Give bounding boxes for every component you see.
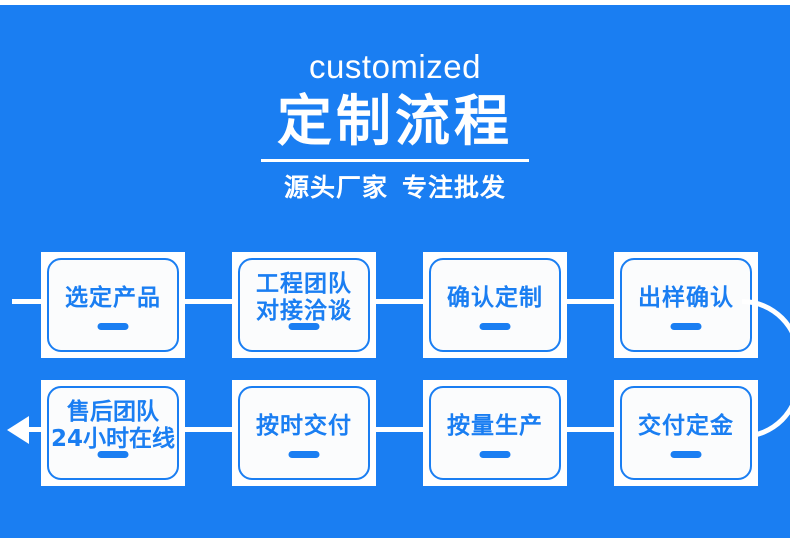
flow-exit-line: [24, 427, 46, 432]
flow-node-inner: 交付定金: [620, 386, 752, 480]
flow-node-dash: [479, 451, 511, 458]
title-underline-divider: [261, 159, 529, 162]
flow-connector-r1-1: [185, 299, 232, 304]
flow-node-inner: 出样确认: [620, 258, 752, 352]
flow-node-dash: [288, 451, 320, 458]
flow-node-label: 出样确认: [638, 284, 734, 311]
page-title: 定制流程: [276, 89, 513, 153]
flow-node-on-time-delivery[interactable]: 按时交付: [232, 380, 376, 486]
flow-node-dash: [288, 323, 320, 330]
flow-node-production-by-quantity[interactable]: 按量生产: [423, 380, 567, 486]
header-subtitle: 源头厂家专注批发: [0, 173, 790, 203]
flow-node-label: 售后团队 24小时在线: [50, 399, 175, 452]
flow-node-after-sales-support[interactable]: 售后团队 24小时在线: [41, 380, 185, 486]
flow-connector-r2-1: [185, 427, 232, 432]
flow-node-inner: 按量生产: [429, 386, 561, 480]
subtitle-part-left: 源头厂家: [283, 173, 388, 202]
flow-node-inner: 按时交付: [238, 386, 370, 480]
flow-connector-r2-3: [567, 427, 614, 432]
poster-header: customized 定制流程 源头厂家专注批发: [0, 48, 790, 203]
flow-node-dash: [479, 323, 511, 330]
flow-node-select-product[interactable]: 选定产品: [41, 252, 185, 358]
header-eyebrow: customized: [309, 48, 481, 85]
flow-node-label: 选定产品: [65, 284, 161, 311]
flow-node-label: 交付定金: [638, 412, 734, 439]
flow-node-dash: [97, 451, 129, 458]
flow-connector-r2-2: [376, 427, 423, 432]
flow-node-inner: 确认定制: [429, 258, 561, 352]
flow-node-label: 按时交付: [256, 412, 352, 439]
flow-connector-r1-2: [376, 299, 423, 304]
flow-node-engineering-team[interactable]: 工程团队 对接洽谈: [232, 252, 376, 358]
flow-entry-line: [12, 299, 46, 304]
top-white-strip: [0, 0, 790, 5]
flow-node-dash: [670, 451, 702, 458]
flow-node-confirm-customization[interactable]: 确认定制: [423, 252, 567, 358]
subtitle-part-right: 专注批发: [402, 173, 507, 202]
flow-node-sample-confirmation[interactable]: 出样确认: [614, 252, 758, 358]
flow-node-dash: [670, 323, 702, 330]
flow-node-inner: 选定产品: [47, 258, 179, 352]
flow-connector-r1-3: [567, 299, 614, 304]
flow-node-label: 确认定制: [447, 284, 543, 311]
flow-node-dash: [97, 323, 129, 330]
flow-node-label: 工程团队 对接洽谈: [256, 271, 352, 324]
flow-node-inner: 工程团队 对接洽谈: [238, 258, 370, 352]
flow-node-inner: 售后团队 24小时在线: [47, 386, 179, 480]
arrow-left-icon: [7, 416, 29, 444]
flow-node-pay-deposit[interactable]: 交付定金: [614, 380, 758, 486]
flow-node-label: 按量生产: [447, 412, 543, 439]
